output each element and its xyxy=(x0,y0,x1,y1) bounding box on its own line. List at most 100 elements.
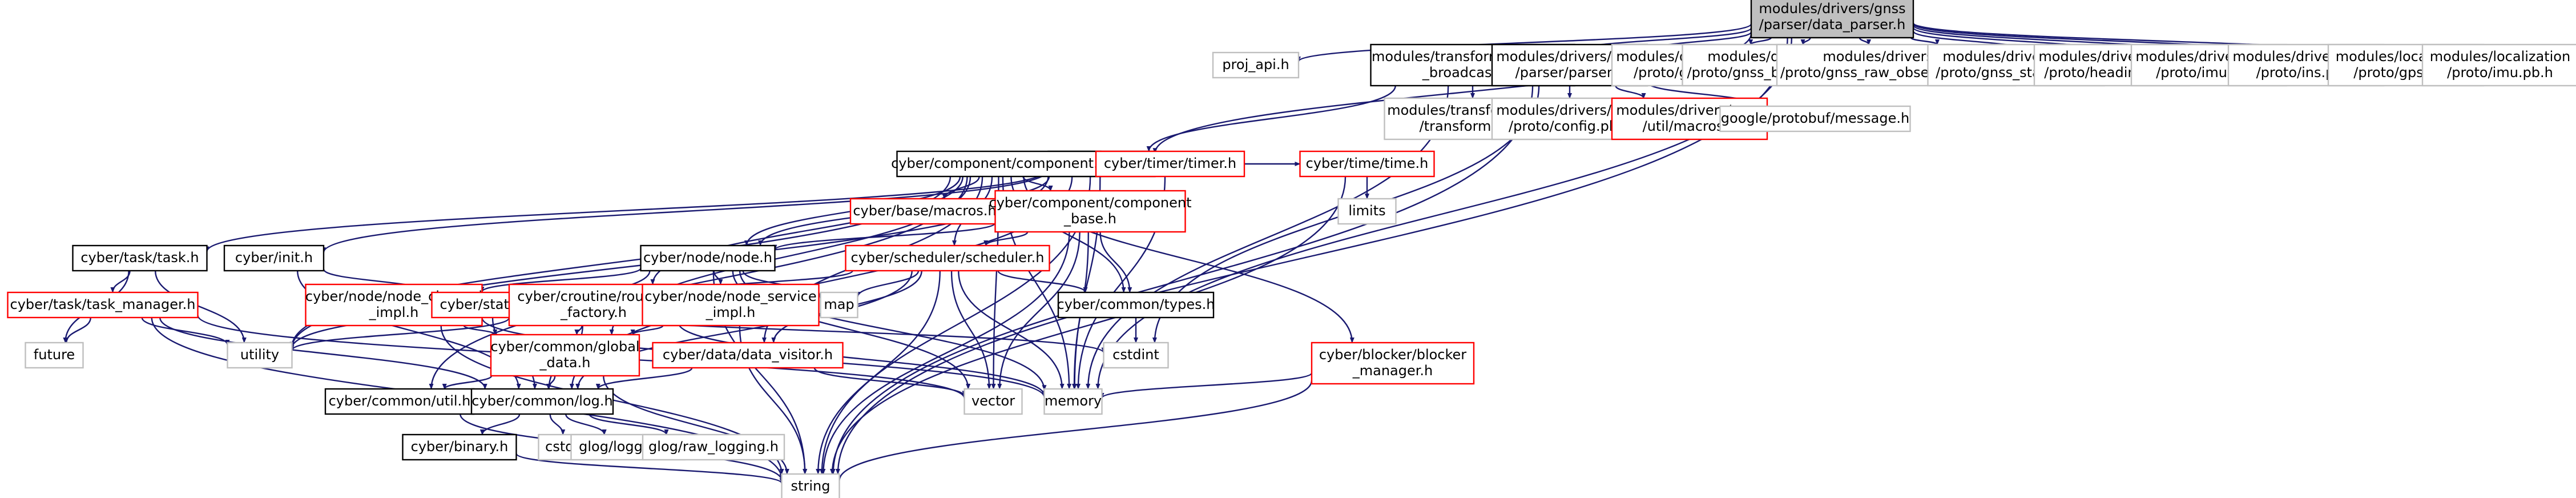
graph-node-component-base[interactable]: cyber/component/component_base.h xyxy=(989,190,1192,233)
graph-node-task-manager[interactable]: cyber/task/task_manager.h xyxy=(7,291,199,319)
node-box xyxy=(2421,43,2576,87)
edge-data-visitor-to-common-log xyxy=(595,367,693,389)
graph-node-scheduler-h[interactable]: cyber/scheduler/scheduler.h xyxy=(845,244,1050,272)
node-box xyxy=(845,244,1050,272)
node-box xyxy=(1311,342,1475,385)
node-box xyxy=(781,473,840,498)
node-box xyxy=(820,291,858,319)
graph-node-data-visitor[interactable]: cyber/data/data_visitor.h xyxy=(652,342,844,369)
edge-gnss-parser-to-gnss-macros xyxy=(1615,85,1646,99)
graph-node-utility[interactable]: utility xyxy=(227,342,293,369)
edge-component-base-to-scheduler-h xyxy=(983,231,1029,246)
node-label: _base.h xyxy=(1063,211,1116,227)
edge-root-to-memory xyxy=(1095,37,1793,389)
node-label: /proto/config.pb.h xyxy=(1509,118,1631,134)
node-label: limits xyxy=(1348,203,1385,219)
node-label: _data.h xyxy=(539,355,591,371)
edge-component-base-to-node-h xyxy=(772,222,996,251)
graph-node-loc-imu-pb[interactable]: modules/localization/proto/imu.pb.h xyxy=(2421,43,2576,87)
node-label: /proto/imu.pb.h xyxy=(2447,65,2553,81)
node-label: modules/drivers/gnss xyxy=(1759,1,1905,17)
edge-routine-factory-to-memory xyxy=(677,322,1047,396)
node-box xyxy=(994,190,1186,233)
node-box xyxy=(1057,291,1215,319)
graph-node-limits[interactable]: limits xyxy=(1337,198,1397,225)
edge-node-h-to-node-channel-impl xyxy=(479,267,642,293)
edge-blocker-manager-to-string xyxy=(837,380,1313,481)
edge-node-channel-impl-to-global-data xyxy=(463,324,498,336)
graph-node-timer-h[interactable]: cyber/timer/timer.h xyxy=(1095,150,1245,178)
node-box xyxy=(1043,388,1103,415)
node-label: cstdint xyxy=(1112,347,1159,363)
graph-node-common-types[interactable]: cyber/common/types.h xyxy=(1057,291,1215,319)
node-label: cyber/task/task_manager.h xyxy=(10,296,196,312)
graph-node-time-h[interactable]: cyber/time/time.h xyxy=(1299,150,1435,178)
graph-node-binary-h[interactable]: cyber/binary.h xyxy=(402,433,517,461)
edge-cyber-h-to-init-h xyxy=(321,170,1049,254)
graph-node-component-h[interactable]: cyber/component/component.h xyxy=(891,150,1107,178)
edge-scheduler-h-to-vector xyxy=(950,270,991,389)
graph-node-future[interactable]: future xyxy=(25,342,84,369)
node-label: google/protobuf/message.h xyxy=(1721,110,1909,126)
edge-component-base-to-string xyxy=(821,231,1070,475)
graph-node-node-service-impl[interactable]: cyber/node/node_service_impl.h xyxy=(642,283,820,327)
edge-scheduler-h-to-string xyxy=(816,270,941,475)
node-box xyxy=(324,388,475,415)
graph-node-map[interactable]: map xyxy=(820,291,858,319)
edge-scheduler-h-to-memory xyxy=(958,270,1065,389)
graph-node-common-util[interactable]: cyber/common/util.h xyxy=(324,388,475,415)
graph-node-task-h[interactable]: cyber/task/task.h xyxy=(72,244,208,272)
node-label: _impl.h xyxy=(369,304,419,320)
node-label: cyber/common/types.h xyxy=(1057,296,1215,312)
edge-time-h-to-string xyxy=(829,176,1347,475)
graph-node-protobuf-message[interactable]: google/protobuf/message.h xyxy=(1719,105,1911,132)
graph-node-base-macros[interactable]: cyber/base/macros.h xyxy=(849,198,1000,225)
edge-root-to-gnss-pb xyxy=(1748,37,1772,46)
node-box xyxy=(964,388,1023,415)
node-label: cyber/node/node_service xyxy=(644,288,816,304)
edge-common-log-to-binary-h xyxy=(479,413,521,435)
graph-node-common-log[interactable]: cyber/common/log.h xyxy=(470,388,614,415)
node-label: cyber/task/task.h xyxy=(80,250,199,266)
node-label: cyber/node/node.h xyxy=(643,250,772,266)
edge-cyber-h-to-task-h xyxy=(204,168,1049,252)
node-label: cyber/common/global xyxy=(490,339,639,355)
graph-node-global-data[interactable]: cyber/common/global_data.h xyxy=(490,334,640,377)
node-label: vector xyxy=(971,393,1015,409)
node-box xyxy=(1095,150,1245,178)
graph-node-init-h[interactable]: cyber/init.h xyxy=(223,244,325,272)
node-box xyxy=(1719,105,1911,132)
node-box xyxy=(490,334,640,377)
graph-node-vector[interactable]: vector xyxy=(964,388,1023,415)
node-box xyxy=(640,244,776,272)
graph-node-string[interactable]: string xyxy=(781,473,840,498)
graph-node-memory[interactable]: memory xyxy=(1043,388,1103,415)
edge-tf-broadcaster-to-memory xyxy=(1086,85,1449,389)
edge-common-log-to-glog-logging xyxy=(565,413,607,435)
node-box xyxy=(1337,198,1397,225)
node-label: cyber/scheduler/scheduler.h xyxy=(851,250,1045,266)
node-box xyxy=(7,291,199,319)
node-box xyxy=(1103,342,1169,369)
node-box xyxy=(1750,0,1914,39)
edge-global-data-to-common-log xyxy=(546,375,556,389)
node-box xyxy=(642,283,820,327)
edge-binary-h-to-string xyxy=(515,453,784,484)
graph-node-blocker-manager[interactable]: cyber/blocker/blocker_manager.h xyxy=(1311,342,1475,385)
node-box xyxy=(652,342,844,369)
edge-scheduler-h-to-map xyxy=(855,270,920,298)
node-box xyxy=(896,150,1102,178)
graph-node-proj-api[interactable]: proj_api.h xyxy=(1212,51,1300,79)
graph-node-root[interactable]: modules/drivers/gnss/parser/data_parser.… xyxy=(1750,0,1914,39)
node-label: memory xyxy=(1045,393,1102,409)
node-label: cyber/common/util.h xyxy=(329,393,471,409)
node-label: /parser/data_parser.h xyxy=(1759,17,1906,33)
edge-cyber-h-to-string xyxy=(819,176,1091,475)
node-box xyxy=(1212,51,1300,79)
edge-node-service-impl-to-global-data xyxy=(630,324,664,336)
graph-node-node-h[interactable]: cyber/node/node.h xyxy=(640,244,776,272)
edge-gnss-parser-to-string xyxy=(831,85,1534,475)
graph-node-glog-raw-logging[interactable]: glog/raw_logging.h xyxy=(642,433,785,461)
graph-node-cstdint[interactable]: cstdint xyxy=(1103,342,1169,369)
